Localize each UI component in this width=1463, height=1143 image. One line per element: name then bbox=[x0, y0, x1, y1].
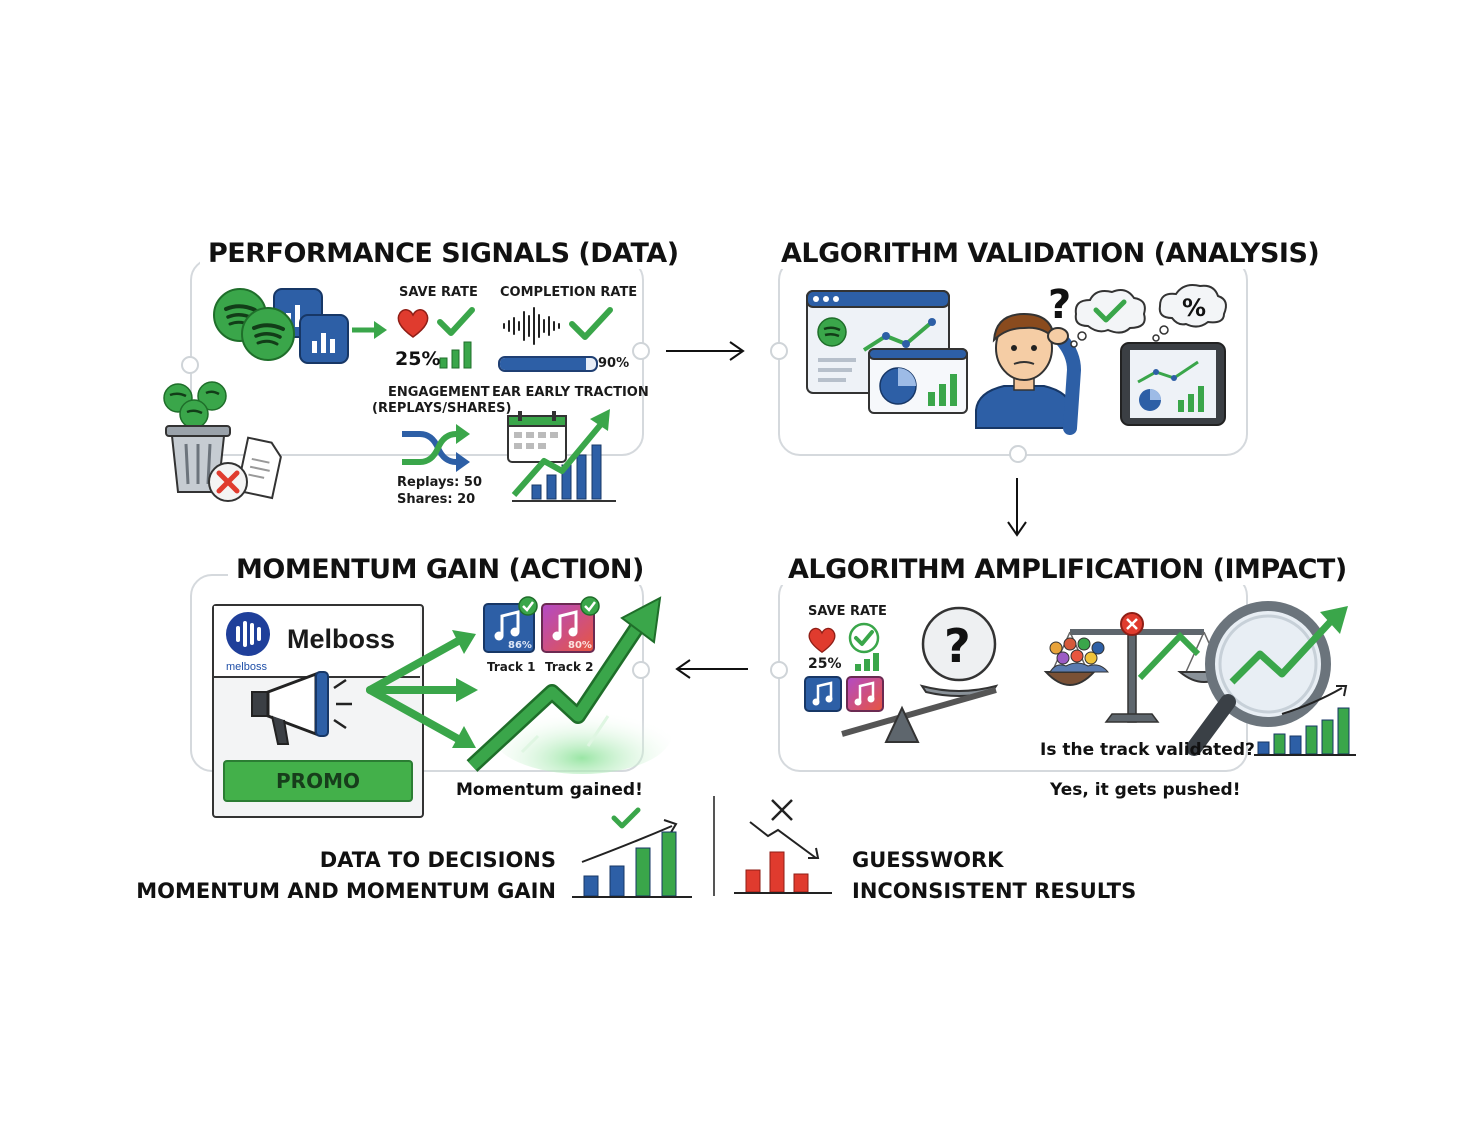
x-circle-icon bbox=[208, 462, 248, 502]
amplification-caption: Yes, it gets pushed! bbox=[1050, 780, 1241, 800]
connector-node bbox=[632, 342, 650, 360]
magnifier-icon bbox=[1137, 601, 1348, 756]
scale-icon: ? bbox=[841, 606, 999, 743]
completion-rate-value: 90% bbox=[598, 356, 630, 371]
panel-title-momentum-gain: MOMENTUM GAIN (ACTION) bbox=[228, 554, 652, 585]
check-icon bbox=[437, 307, 475, 336]
pie-chart-icon bbox=[868, 348, 968, 414]
svg-text:?: ? bbox=[1048, 282, 1071, 328]
save-rate-label: SAVE RATE bbox=[399, 285, 478, 300]
check-icon bbox=[569, 307, 613, 340]
flow-arrow-icon bbox=[352, 321, 387, 339]
growth-chart-icon bbox=[511, 409, 616, 502]
panel-title-algorithm-amplification: ALGORITHM AMPLIFICATION (IMPACT) bbox=[780, 554, 1355, 585]
melboss-logo-icon bbox=[226, 612, 270, 656]
bar-chart-icon bbox=[1254, 685, 1356, 756]
melboss-brand-small: melboss bbox=[226, 661, 267, 673]
replays-count: Replays: 50 bbox=[397, 475, 482, 490]
spotify-icon bbox=[163, 381, 227, 429]
inconsistent-results-label: INCONSISTENT RESULTS bbox=[852, 879, 1137, 903]
save-rate-value: 25% bbox=[395, 348, 441, 370]
promo-button[interactable]: PROMO bbox=[223, 760, 413, 802]
track-2-label: Track 2 bbox=[545, 660, 594, 674]
guesswork-label: GUESSWORK bbox=[852, 848, 1004, 872]
question-icon: ? bbox=[1048, 282, 1071, 328]
completion-progress-fill bbox=[500, 358, 587, 370]
decline-chart-icon bbox=[734, 799, 832, 894]
bar-chart-icon bbox=[855, 653, 879, 671]
completion-rate-label: COMPLETION RATE bbox=[500, 285, 638, 300]
crowd-icon bbox=[1049, 637, 1110, 673]
percent-icon: % bbox=[1152, 284, 1227, 342]
panel-title-algorithm-validation: ALGORITHM VALIDATION (ANALYSIS) bbox=[773, 238, 1328, 269]
flow-arrow-icon bbox=[666, 341, 745, 361]
connector-node bbox=[770, 661, 788, 679]
flow-arrow-icon bbox=[366, 630, 478, 748]
thought-bubble-icon bbox=[1070, 289, 1146, 348]
track-2-icon bbox=[541, 596, 600, 653]
music-note-icon bbox=[846, 676, 884, 712]
bar-chart-icon bbox=[439, 341, 472, 369]
melboss-brand-name: Melboss bbox=[287, 624, 396, 654]
connector-node bbox=[1009, 445, 1027, 463]
waveform-icon bbox=[503, 307, 560, 345]
svg-text:%: % bbox=[1182, 294, 1206, 322]
calendar-icon bbox=[507, 411, 567, 463]
bar-chart-icon bbox=[299, 314, 349, 364]
person-icon bbox=[975, 312, 1082, 435]
engagement-label: ENGAGEMENT bbox=[388, 385, 490, 400]
flow-arrow-icon bbox=[1007, 478, 1027, 537]
early-traction-label: EAR EARLY TRACTION bbox=[492, 385, 649, 400]
connector-node bbox=[632, 661, 650, 679]
check-icon bbox=[848, 622, 880, 654]
panel-algorithm-amplification bbox=[778, 574, 1248, 772]
growth-arrow-icon bbox=[466, 596, 672, 774]
heart-icon bbox=[397, 309, 429, 338]
shares-count: Shares: 20 bbox=[397, 492, 476, 507]
svg-text:?: ? bbox=[944, 619, 971, 673]
music-note-icon bbox=[804, 676, 842, 712]
connector-node bbox=[181, 356, 199, 374]
track-1-percent: 86% bbox=[508, 640, 532, 651]
momentum-gain-label: MOMENTUM AND MOMENTUM GAIN bbox=[136, 879, 556, 903]
validation-question: Is the track validated? bbox=[1040, 740, 1255, 760]
track-1-icon bbox=[483, 596, 538, 653]
save-rate-label: SAVE RATE bbox=[808, 604, 887, 619]
engagement-sub-label: (REPLAYS/SHARES) bbox=[372, 401, 512, 416]
shuffle-icon bbox=[402, 424, 470, 472]
track-2-percent: 80% bbox=[568, 640, 592, 651]
heart-icon bbox=[808, 627, 836, 654]
track-1-label: Track 1 bbox=[487, 660, 536, 674]
comparison-divider bbox=[713, 796, 715, 896]
completion-progress-bar bbox=[498, 356, 598, 372]
data-to-decisions-label: DATA TO DECISIONS bbox=[319, 848, 556, 872]
save-rate-value: 25% bbox=[808, 656, 842, 672]
flow-arrow-icon bbox=[675, 659, 748, 679]
momentum-caption: Momentum gained! bbox=[456, 780, 643, 800]
panel-title-performance-signals: PERFORMANCE SIGNALS (DATA) bbox=[200, 238, 687, 269]
growth-chart-icon bbox=[572, 807, 692, 898]
spotify-icon bbox=[241, 307, 295, 361]
megaphone-icon bbox=[251, 671, 352, 745]
connector-node bbox=[770, 342, 788, 360]
tablet-icon bbox=[1120, 342, 1226, 426]
